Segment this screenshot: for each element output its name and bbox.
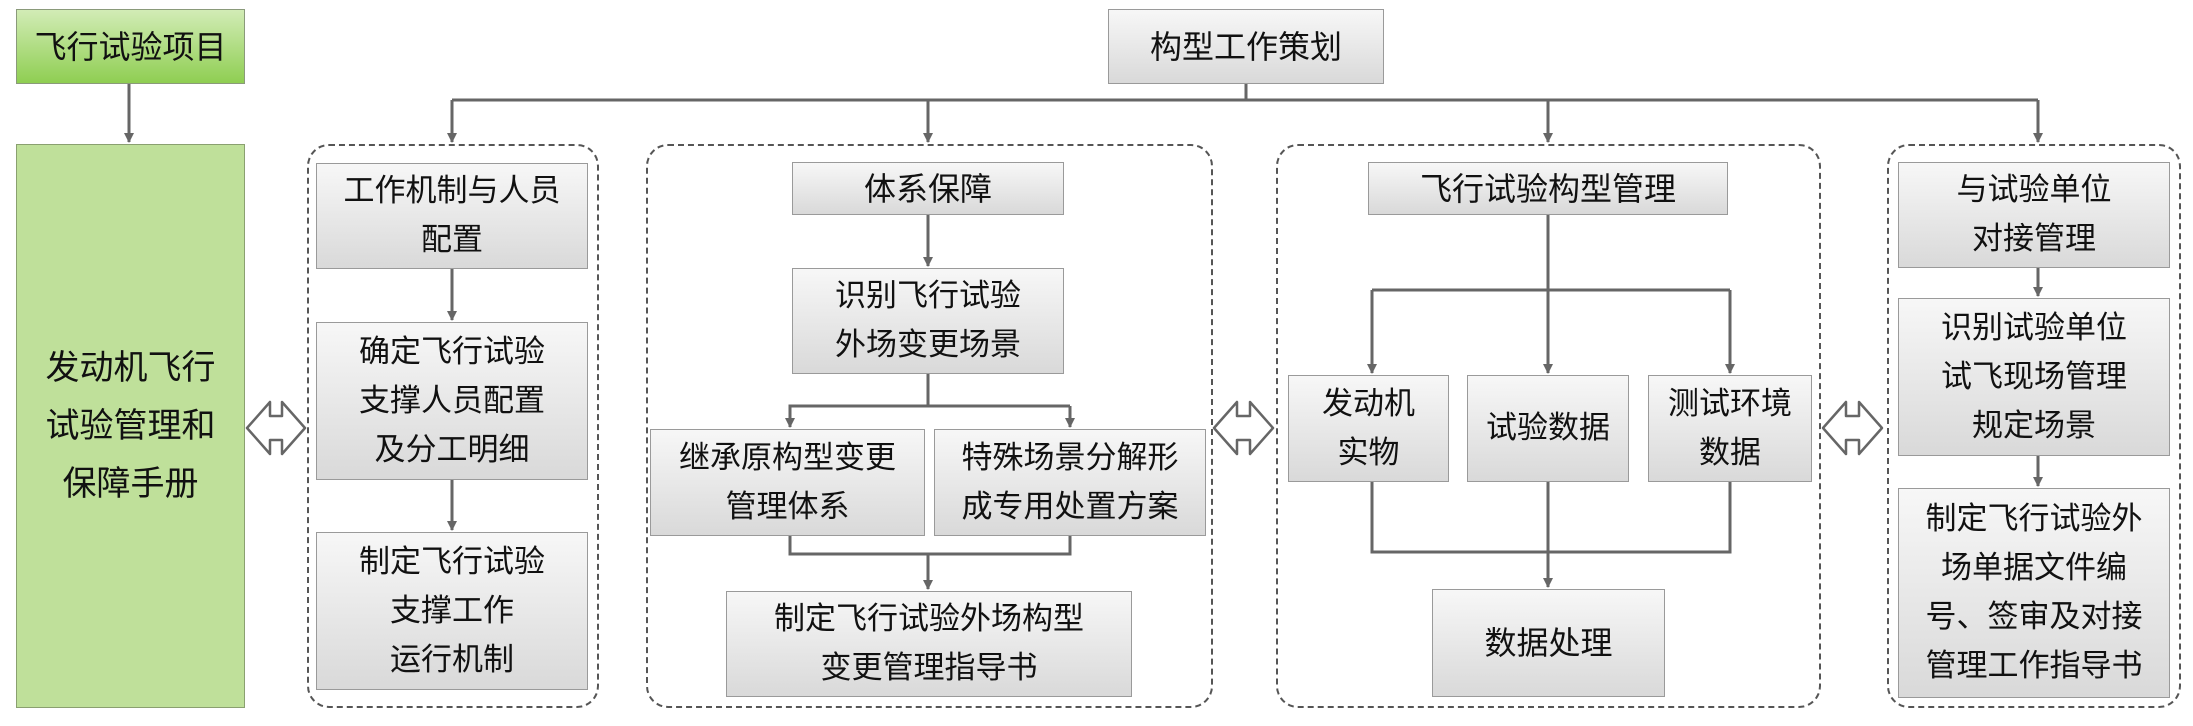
special-scenario-plan-box: 特殊场景分解形 成专用处置方案 — [934, 429, 1206, 536]
inherit-change-system-box: 继承原构型变更 管理体系 — [650, 429, 925, 536]
double-arrow-icon — [1821, 400, 1884, 456]
flight-test-project-box: 飞行试验项目 — [16, 9, 245, 84]
group-work-mechanism — [307, 144, 599, 708]
configuration-planning-box: 构型工作策划 — [1108, 9, 1384, 84]
engine-hardware-box: 发动机 实物 — [1288, 375, 1449, 482]
group-configuration-management — [1276, 144, 1821, 708]
identify-site-rules-box: 识别试验单位 试飞现场管理 规定场景 — [1898, 298, 2170, 456]
test-manual-box: 发动机飞行 试验管理和 保障手册 — [16, 144, 245, 708]
staff-configuration-box: 确定飞行试验 支撑人员配置 及分工明细 — [316, 322, 588, 480]
group-system-assurance — [646, 144, 1213, 708]
identify-change-scenarios-box: 识别飞行试验 外场变更场景 — [792, 268, 1064, 374]
group-unit-interface — [1887, 144, 2181, 708]
c3-merge — [1370, 482, 1732, 554]
double-arrow-icon — [1212, 400, 1275, 456]
double-arrow-icon — [245, 400, 307, 456]
unit-interface-box: 与试验单位 对接管理 — [1898, 162, 2170, 268]
test-data-box: 试验数据 — [1467, 375, 1629, 482]
data-processing-box: 数据处理 — [1432, 589, 1665, 697]
work-mechanism-box: 工作机制与人员 配置 — [316, 163, 588, 269]
test-environment-data-box: 测试环境 数据 — [1648, 375, 1812, 482]
flight-test-configuration-box: 飞行试验构型管理 — [1368, 162, 1728, 215]
operating-mechanism-box: 制定飞行试验 支撑工作 运行机制 — [316, 532, 588, 690]
document-numbering-guide-box: 制定飞行试验外 场单据文件编 号、签审及对接 管理工作指导书 — [1898, 488, 2170, 698]
c2-merge — [788, 536, 1072, 556]
system-assurance-box: 体系保障 — [792, 162, 1064, 215]
change-guide-box: 制定飞行试验外场构型 变更管理指导书 — [726, 591, 1132, 697]
